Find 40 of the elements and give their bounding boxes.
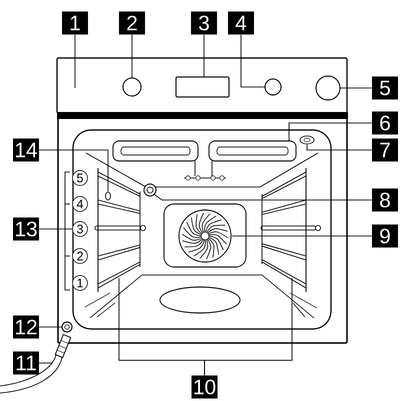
circled-number: 1 <box>72 275 88 291</box>
callout-number: 2 <box>119 12 145 34</box>
callout-number: 7 <box>372 138 398 162</box>
leader-line <box>154 194 372 200</box>
callout-number: 3 <box>191 12 217 34</box>
callout-number: 8 <box>372 188 398 212</box>
circled-number: 2 <box>72 248 88 264</box>
socket <box>62 322 72 332</box>
shelf-runner <box>260 168 321 292</box>
leader-line <box>38 362 52 364</box>
circled-number: 3 <box>72 221 88 237</box>
leader-line <box>38 150 108 192</box>
circled-number: 4 <box>72 196 88 212</box>
leader-line <box>38 326 62 328</box>
callout-number: 5 <box>372 76 398 100</box>
callout-number: 4 <box>228 12 254 34</box>
fan <box>178 210 232 262</box>
shelf-runner <box>94 168 146 292</box>
callout-number: 12 <box>13 316 39 338</box>
round-fitting <box>144 184 156 196</box>
circled-number: 5 <box>72 170 88 186</box>
leader-line <box>74 34 76 88</box>
callout-number: 6 <box>372 112 398 134</box>
leader-line <box>288 122 372 142</box>
leader-line <box>204 278 292 376</box>
leader-line <box>38 228 73 230</box>
callout-number: 10 <box>192 376 218 398</box>
control-panel <box>56 57 348 114</box>
lamp <box>300 136 314 144</box>
knob <box>316 76 340 100</box>
knob <box>122 78 142 96</box>
heating-element <box>112 140 296 180</box>
callout-number: 9 <box>372 224 398 248</box>
knob <box>264 78 282 96</box>
display <box>176 76 230 98</box>
callout-number: 14 <box>13 138 39 162</box>
leader-line <box>306 144 372 150</box>
callout-number: 13 <box>13 218 39 240</box>
leader-line <box>240 34 265 88</box>
callout-number: 1 <box>62 12 88 34</box>
